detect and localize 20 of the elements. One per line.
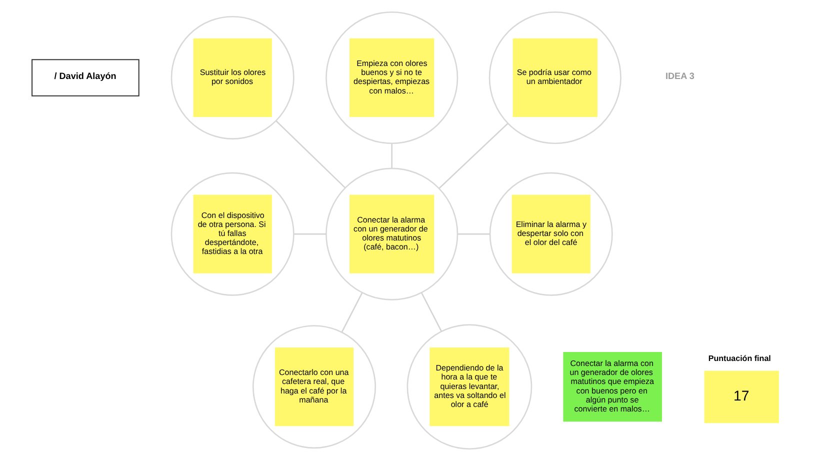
node-circle: Con el dispositivo de otra persona. Si tú fallas despertándote, fastidias a la otra bbox=[170, 172, 294, 296]
connector bbox=[420, 292, 442, 332]
connector bbox=[340, 292, 362, 332]
node-circle: Conectar la alarma con un generador de olores matutinos (café, bacon…) bbox=[325, 168, 458, 300]
connector bbox=[275, 120, 345, 188]
node-circle: Dependiendo de la hora a la que te quieras levantar, antes va soltando el olor a café bbox=[406, 324, 532, 450]
node-circle: Empieza con olores buenos y si no te despiertas, empiezas con malos… bbox=[325, 11, 458, 144]
connector bbox=[390, 144, 392, 168]
connector bbox=[456, 233, 490, 235]
node-circle: Eliminar la alarma y despertar solo con el olor del café bbox=[488, 172, 612, 296]
node-box: Conectar la alarma con un generador de olores matutinos que empieza con buenos pero en algún punto se convierte en malos… bbox=[562, 352, 662, 422]
connector bbox=[438, 122, 508, 189]
node-box: 17 bbox=[704, 370, 778, 424]
node-circle: Se podría usar como un ambientador bbox=[488, 11, 621, 144]
node-label: Puntuación final bbox=[708, 354, 770, 364]
node-circle: Conectarlo con una cafetera real, que haga el café por la mañana bbox=[252, 325, 376, 449]
label: / David Alayón bbox=[54, 70, 116, 81]
connector bbox=[294, 233, 326, 235]
label: IDEA 3 bbox=[665, 70, 694, 81]
node-circle: Sustituir los olores por sonidos bbox=[170, 16, 294, 140]
